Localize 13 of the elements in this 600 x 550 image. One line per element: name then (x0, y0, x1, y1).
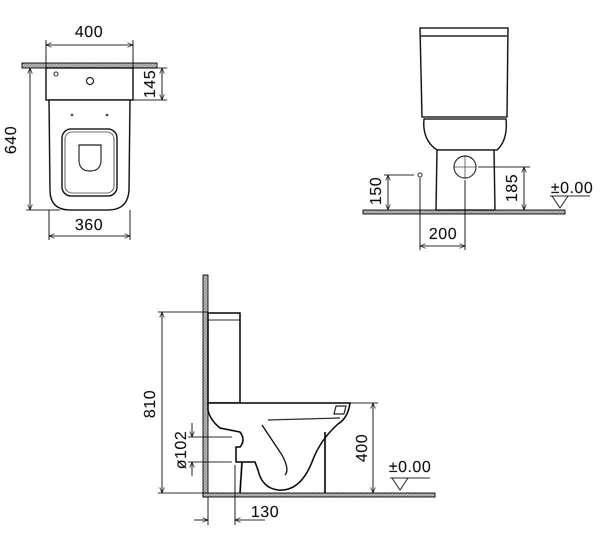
dimension-label: 400 (355, 434, 371, 462)
dimension-label: 145 (143, 70, 159, 98)
dimension-label: 810 (143, 390, 159, 418)
dimension-label: 400 (74, 25, 104, 41)
dimension-label: ±0.00 (388, 460, 432, 476)
dimension-label: 130 (250, 505, 280, 521)
dimension-label: 150 (369, 176, 385, 206)
dimension-label: 360 (74, 218, 104, 234)
dimension-label: 185 (505, 174, 521, 202)
dimension-label: ø102 (174, 430, 190, 470)
dimension-label: 640 (4, 126, 20, 154)
dimension-label: ±0.00 (550, 181, 594, 197)
dimension-label: 200 (428, 227, 458, 243)
